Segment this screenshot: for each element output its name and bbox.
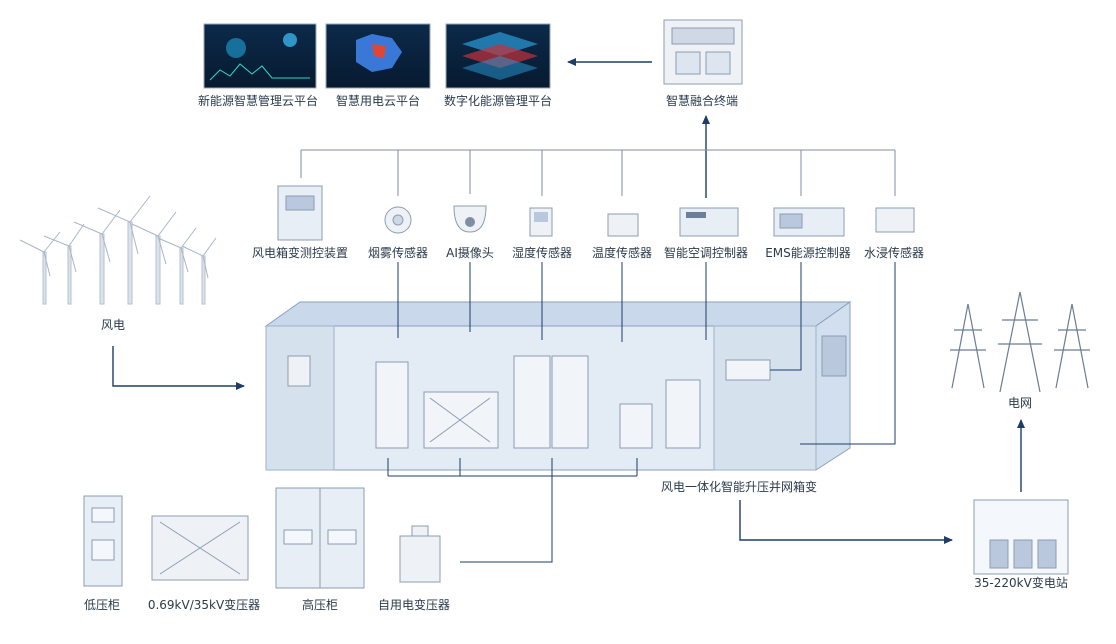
- sensor-label-camera: AI摄像头: [446, 246, 494, 260]
- sensor-label-temperature: 温度传感器: [591, 246, 653, 260]
- sensor-label-smoke: 烟雾传感器: [367, 246, 429, 260]
- platform-label-1: 新能源智慧管理云平台: [197, 94, 319, 108]
- hv-cabinet-device: [275, 487, 365, 589]
- component-label-lv-cabinet: 低压柜: [83, 598, 121, 612]
- substation-label: 35-220kV变电站: [974, 576, 1068, 590]
- cabinet-bus: [387, 458, 638, 563]
- sensor-label-box-monitor: 风电箱变测控装置: [251, 246, 349, 260]
- platform-label-2: 智慧用电云平台: [335, 94, 421, 108]
- sensor-label-ems: EMS能源控制器: [765, 246, 851, 260]
- sensor-label-water: 水浸传感器: [863, 246, 925, 260]
- temperature-sensor-device: [607, 213, 639, 237]
- platform-label-3: 数字化能源管理平台: [443, 94, 553, 108]
- ai-camera-device: [453, 205, 487, 233]
- grid-label: 电网: [1007, 396, 1033, 410]
- container-to-substation-arrow: [739, 500, 953, 544]
- aux-transformer-device: [399, 525, 441, 583]
- humidity-sensor-device: [529, 207, 553, 237]
- fusion-terminal-device: [663, 19, 743, 85]
- component-label-main-transformer: 0.69kV/35kV变压器: [147, 598, 261, 612]
- lv-cabinet-device: [83, 495, 123, 587]
- power-towers: [950, 291, 1090, 393]
- ac-controller-device: [679, 207, 739, 237]
- component-label-aux-transformer: 自用电变压器: [377, 598, 451, 612]
- platform-screen-3: [445, 23, 551, 89]
- substation-device: [973, 499, 1069, 575]
- container-sensor-lines: [397, 262, 896, 445]
- container-equipment: [375, 355, 771, 449]
- water-sensor-device: [875, 207, 915, 233]
- terminal-label: 智慧融合终端: [665, 94, 739, 108]
- platform-screen-1: [203, 23, 317, 89]
- wind-turbines: [19, 195, 217, 305]
- smoke-sensor-device: [384, 206, 412, 234]
- sensor-bus: [300, 149, 896, 196]
- main-transformer-device: [151, 515, 249, 581]
- wind-label: 风电: [100, 318, 126, 332]
- component-label-hv-cabinet: 高压柜: [301, 598, 339, 612]
- platform-screen-2: [325, 23, 431, 89]
- ems-controller-device: [773, 207, 845, 237]
- sensor-label-ac: 智能空调控制器: [663, 246, 749, 260]
- sensor-label-humidity: 湿度传感器: [511, 246, 573, 260]
- box-monitor-device: [277, 185, 323, 241]
- wind-to-container-arrow: [112, 346, 245, 390]
- container-label: 风电一体化智能升压并网箱变: [660, 480, 818, 494]
